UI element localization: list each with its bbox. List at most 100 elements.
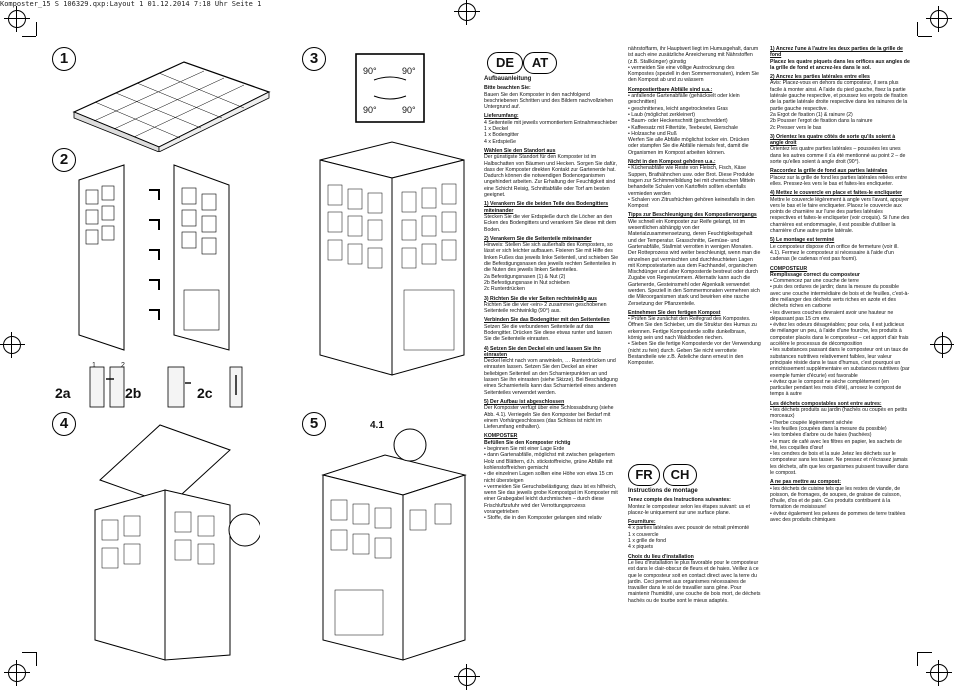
de-step2-heading: 2) Verankern Sie die Seitenteile miteina… — [484, 235, 592, 242]
de-suitable-heading: Kompostiertbare Abfälle sind u.a.: — [628, 86, 713, 93]
crop-line — [22, 36, 36, 37]
step-5-marker: 5 — [302, 412, 326, 436]
part-2-label: 2 — [121, 362, 125, 369]
angle-label: 90° — [363, 105, 377, 115]
de-intro-bold: Bitte beachten Sie: — [484, 85, 531, 92]
fr-step3: Orientez les quatre parties latérales – … — [770, 146, 906, 166]
de-not-suitable: • Küchenabfälle wie Reste von Fleisch, F… — [628, 165, 755, 210]
fr-step5: Le composteur dispose d'un orifice de fe… — [770, 243, 899, 263]
crop-line — [36, 22, 37, 36]
fr-no-compost: • les déchets de cuisine tels que les re… — [770, 485, 906, 524]
german-instructions-column-2: nährstoffarm, ihr Hauptwert liegt im Hum… — [628, 46, 761, 370]
fr-composter-sub: Remplissage correct du composteur — [770, 271, 860, 278]
assembled-composter-illustration — [319, 141, 465, 376]
fr-step1: Placez les quatre piquets dans les orifi… — [770, 58, 910, 71]
de-tips-heading: Tipps zur Beschleunigung des Kompostierv… — [628, 212, 757, 219]
de-step1-heading: 1) Verankern Sie die beiden Teile des Bo… — [484, 201, 609, 214]
fr-place: Le lieu d'installation le plus favorable… — [628, 559, 761, 604]
right-angle-diagram — [355, 53, 425, 123]
registration-mark-top-center — [454, 0, 480, 25]
de-suitable: • anfallende Gartenabfälle (gehäckselt o… — [628, 93, 750, 156]
crop-line — [918, 36, 932, 37]
fr-composter-heading: COMPOSTEUR — [770, 265, 808, 272]
language-badge-at: AT — [523, 52, 557, 74]
fr-furniture: 4 x parties latérales avec pousoir de re… — [628, 525, 750, 551]
angle-label: 90° — [363, 66, 377, 76]
fr-step3b: Placez sur la grille de fond les parties… — [770, 174, 907, 187]
de-take: • Prüfen Sie zunächst den Reifegrad des … — [628, 316, 761, 367]
fr-no-compost-heading: A ne pas mettre au compost: — [770, 479, 842, 486]
de-continuation: nährstoffarm, ihr Hauptwert liegt im Hum… — [628, 46, 759, 84]
language-badge-ch: CH — [663, 464, 697, 486]
de-delivery-heading: Lieferumfang: — [484, 113, 519, 120]
fr-step3-heading: 3) Orientez les quatre côtés de sorte qu… — [770, 133, 896, 147]
de-intro: Bauen Sie den Komposter in den nachfolge… — [484, 91, 614, 111]
de-tips: Wie schnell ein Komposter zur Reife gela… — [628, 218, 761, 307]
de-site-heading: Wählen Sie den Standort aus — [484, 147, 556, 154]
fr-step4: Mettre le couvercle légèrement à angle v… — [770, 196, 910, 235]
fr-step4-heading: 4) Mettez le couvercle en place et faite… — [770, 190, 903, 197]
de-step2: Hinweis: Stellen Sie sich außerhalb des … — [484, 242, 619, 293]
crop-line — [22, 652, 36, 653]
step-2b-label: 2b — [125, 385, 142, 401]
de-step5: Der Komposter verfügt über eine Schlossa… — [484, 405, 614, 431]
crop-line — [36, 652, 37, 666]
de-take-heading: Entnehmen Sie den fertigen Kompost — [628, 309, 721, 316]
print-slug: Komposter_15 S 106329.qxp:Layout 1 01.12… — [0, 0, 262, 8]
french-instructions-intro: Instructions de montage Tenez compte des… — [628, 488, 761, 607]
step-2c-label: 2c — [197, 385, 213, 401]
fr-place-heading: Choix du lieu d'installation — [628, 553, 694, 560]
language-badge-fr: FR — [628, 464, 660, 486]
de-step3b-heading: Verbinden Sie das Bodengitter mit den Se… — [484, 317, 610, 324]
de-step3: Richten Sie die vier «ein» 2 zusammen ge… — [484, 301, 607, 315]
fr-composter: • Commencez par une couche de terre • pu… — [770, 278, 910, 398]
angle-label: 90° — [402, 66, 416, 76]
de-step1: Stecken Sie die vier Erdspieße durch die… — [484, 213, 617, 233]
de-not-suitable-heading: Nicht in den Kompost gehören u.a.: — [628, 159, 716, 166]
detail-4-1-label: 4.1 — [370, 420, 384, 431]
de-composter-heading: KOMPOSTER — [484, 433, 518, 440]
step-3-marker: 3 — [302, 47, 326, 71]
registration-mark-top-right — [926, 6, 952, 32]
registration-mark-left — [0, 332, 25, 358]
fr-furniture-heading: Fourniture: — [628, 519, 656, 526]
de-composter-list: • beginnen Sie mit einer Lage Erde • dan… — [484, 446, 618, 522]
lid-mounting-illustration — [94, 424, 260, 661]
fr-step2: Avis: Placez-vous en dehors du composteu… — [770, 80, 908, 131]
part-1-label: 1 — [92, 362, 96, 369]
fr-intro: Montez le composteur selon les étapes su… — [628, 503, 750, 516]
registration-mark-bottom-left — [4, 660, 30, 686]
fr-step3b-heading: Raccordez la grille de fond aux parties … — [770, 168, 888, 175]
german-instructions-column-1: Aufbauanleitung Bitte beachten Sie:Bauen… — [484, 76, 619, 525]
crop-line — [917, 652, 918, 666]
de-step4-heading: 4) Setzen Sie den Deckel ein und lassen … — [484, 345, 601, 358]
fr-waste: • les déchets produits au jardin (hachés… — [770, 407, 909, 476]
de-step3b: Setzen Sie die verbundenen Seitenteile a… — [484, 323, 612, 343]
fr-waste-heading: Les déchets compostables sont entre autr… — [770, 400, 882, 407]
registration-mark-bottom-center — [454, 664, 480, 690]
fr-intro-bold: Tenez compte des Instructions suivantes: — [628, 497, 731, 504]
angle-label: 90° — [402, 105, 416, 115]
fr-heading: Instructions de montage — [628, 488, 698, 494]
de-step3-heading: 3) Richten Sie die vier Seiten rechtwink… — [484, 295, 598, 302]
completed-composter-illustration — [321, 428, 467, 661]
language-badge-de: DE — [487, 52, 523, 74]
registration-mark-top-left — [4, 6, 30, 32]
de-heading: Aufbauanleitung — [484, 76, 532, 82]
de-composter-sub: Befüllen Sie den Komposter richtig — [484, 439, 571, 446]
french-instructions-column-2: 1) Ancrez l'une à l'autre les deux parti… — [770, 46, 910, 526]
fr-step5-heading: 5) Le montage est terminé — [770, 237, 835, 244]
panel-joint-details-illustration — [89, 366, 243, 408]
step-2-marker: 2 — [52, 148, 76, 172]
fr-step2-heading: 2) Ancrez les parties latérales entre el… — [770, 74, 870, 81]
crop-line — [917, 22, 918, 36]
fr-step1-heading: 1) Ancrez l'une à l'autre les deux parti… — [770, 46, 903, 59]
de-delivery: 4 Seitenteile mit jeweils vormontiertem … — [484, 119, 618, 145]
step-1-marker: 1 — [52, 47, 76, 71]
step-4-marker: 4 — [52, 412, 76, 436]
side-panels-illustration — [78, 164, 230, 351]
de-step4: Deckel leicht nach vorn anwinkeln, … Run… — [484, 358, 618, 396]
registration-mark-bottom-right — [926, 660, 952, 686]
crop-line — [918, 652, 932, 653]
de-site: Der günstigste Standort für den Komposte… — [484, 154, 617, 199]
